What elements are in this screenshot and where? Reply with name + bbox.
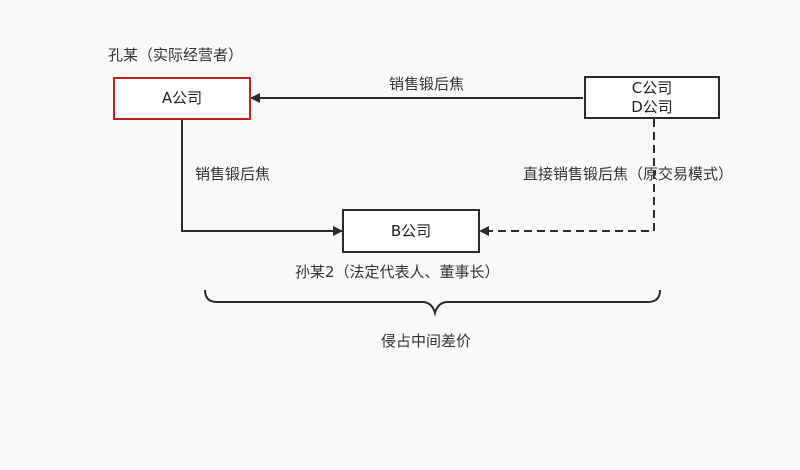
- edge-cd-to-b-label: 直接销售锻后焦（原交易模式）: [523, 165, 734, 183]
- edge-cd-to-b: [479, 119, 655, 236]
- b-representative-label: 孙某2（法定代表人、董事长）: [295, 263, 500, 281]
- node-a-company: A公司: [113, 77, 251, 120]
- node-c-label: C公司: [631, 78, 673, 97]
- node-cd-company: C公司 D公司: [584, 76, 720, 119]
- node-b-company: B公司: [342, 209, 480, 253]
- a-operator-label: 孔某（实际经营者）: [108, 46, 244, 64]
- node-b-label: B公司: [390, 221, 432, 240]
- edge-a-to-b-label: 销售锻后焦: [195, 165, 271, 183]
- edge-a-to-b: [181, 120, 343, 236]
- node-d-label: D公司: [631, 97, 673, 116]
- curly-brace: [204, 289, 661, 317]
- brace-caption: 侵占中间差价: [381, 332, 472, 350]
- edge-cd-to-a-label: 销售锻后焦: [389, 75, 465, 93]
- node-a-label: A公司: [161, 89, 203, 107]
